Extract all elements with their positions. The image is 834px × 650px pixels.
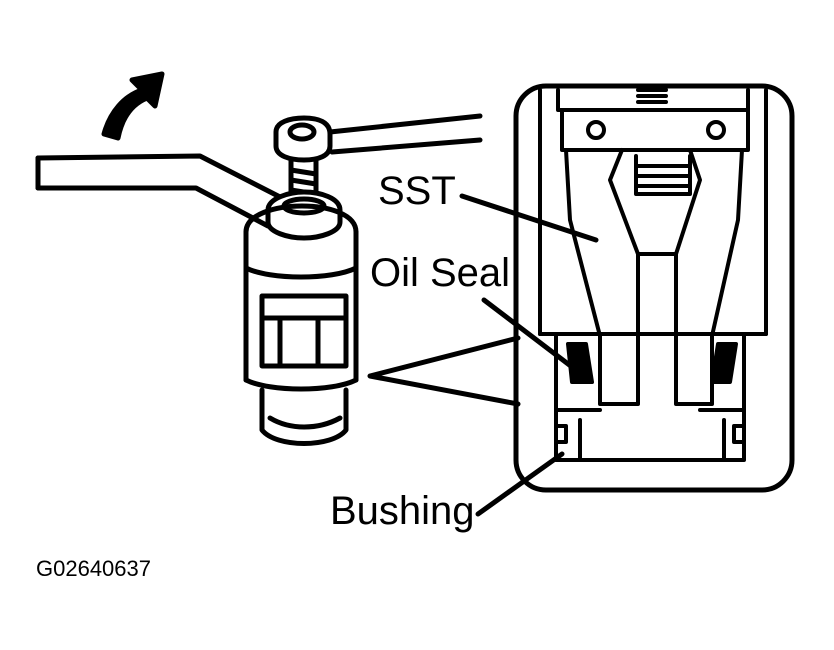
figure-code: G02640637 <box>36 556 151 581</box>
rotation-arrow-icon <box>101 71 165 141</box>
detail-internals <box>538 88 768 462</box>
nut <box>265 189 343 241</box>
callout-pointer <box>367 335 521 407</box>
sst-leader-line <box>459 193 599 243</box>
wrench-handle <box>35 113 483 229</box>
bushing-label: Bushing <box>330 489 475 533</box>
detail-inset-frame <box>513 83 795 493</box>
puller-body <box>243 203 359 446</box>
bushing-leader-line <box>475 451 565 517</box>
oil-seal-label: Oil Seal <box>370 251 510 295</box>
sst-label: SST <box>378 169 456 213</box>
oil-seal-leader-line <box>481 297 579 373</box>
